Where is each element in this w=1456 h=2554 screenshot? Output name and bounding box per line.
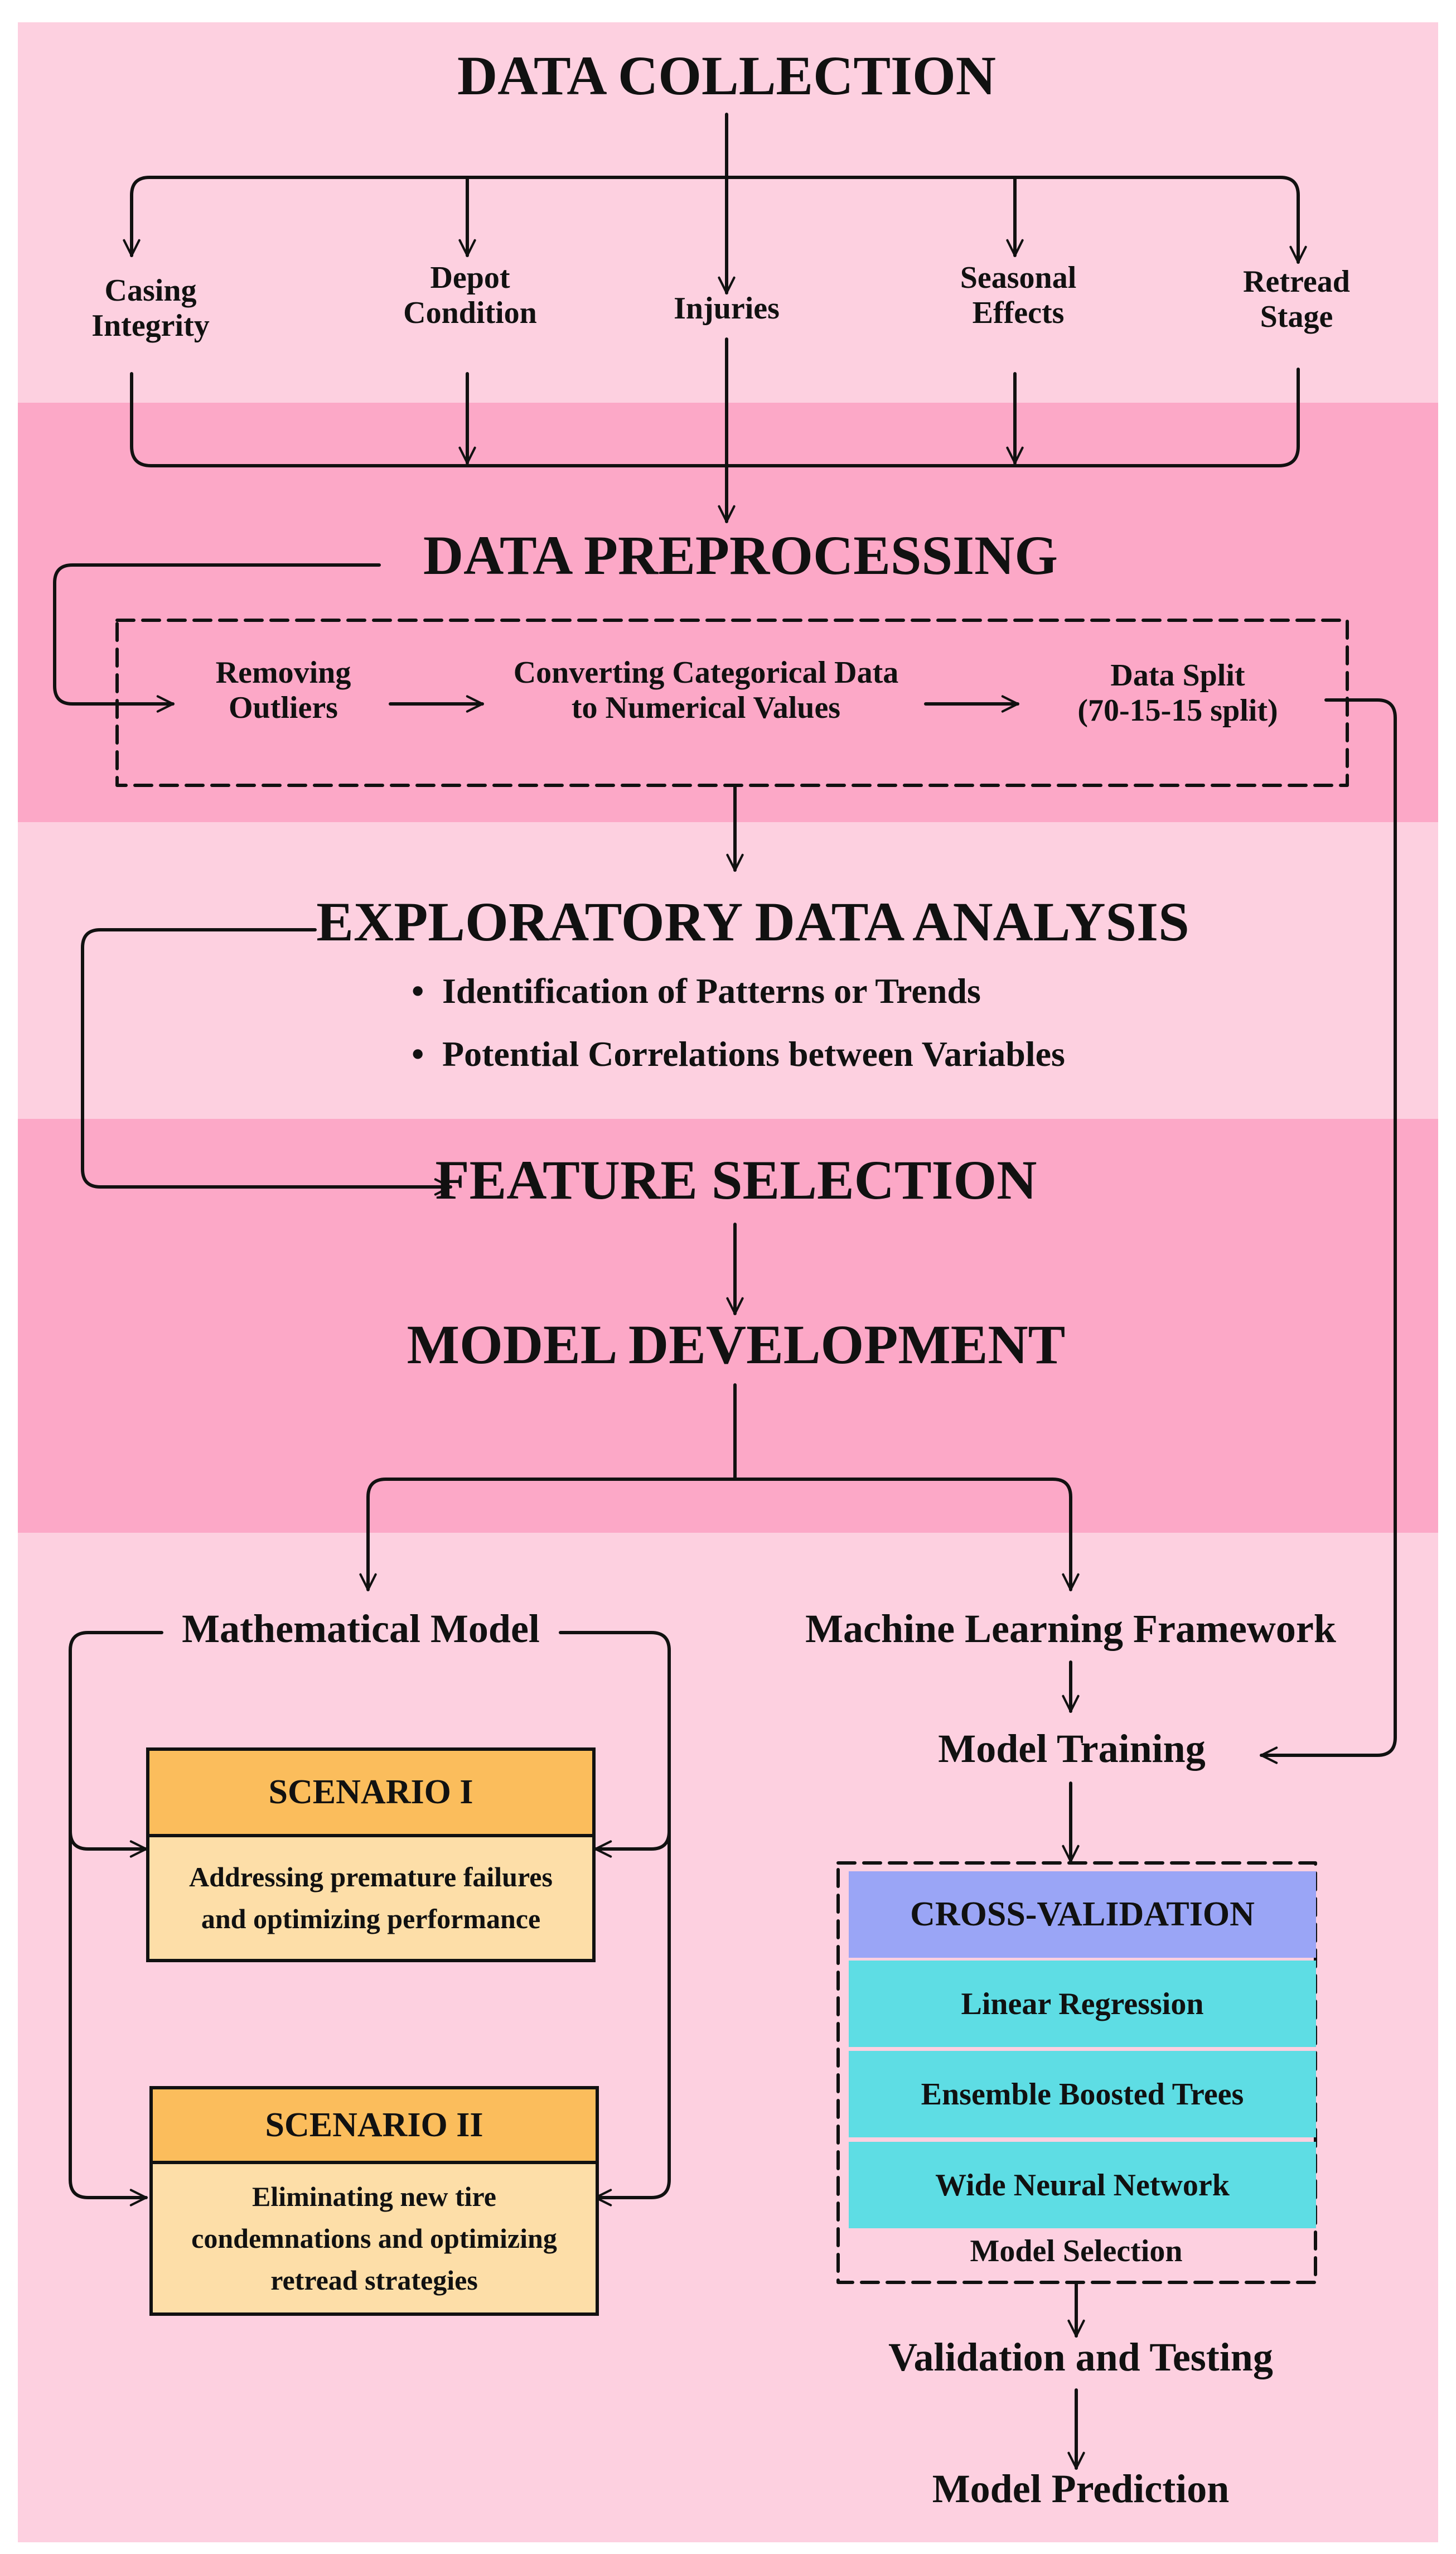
scenario-1-line-1: Addressing premature failures — [189, 1861, 553, 1892]
step-data-split: Data Split (70-15-15 split) — [1077, 658, 1278, 728]
math-right-tick — [594, 1829, 671, 1858]
input-depot-condition: Depot Condition — [403, 260, 537, 330]
depot-line-2: Condition — [403, 295, 537, 330]
data-preprocessing-title: DATA PREPROCESSING — [423, 524, 1058, 586]
converting-line-2: to Numerical Values — [571, 690, 841, 725]
model-selection-label: Model Selection — [970, 2234, 1183, 2268]
step-removing-outliers: Removing Outliers — [216, 655, 351, 725]
model-wide-neural-network: Wide Neural Network — [849, 2142, 1316, 2228]
scenario-2-line-3: retread strategies — [270, 2264, 478, 2296]
outliers-line-2: Outliers — [229, 690, 338, 725]
retread-line-2: Stage — [1260, 299, 1333, 334]
data-collection-title: DATA COLLECTION — [457, 45, 996, 107]
model-training-label: Model Training — [938, 1726, 1206, 1771]
input-casing-integrity: Casing Integrity — [91, 273, 210, 343]
split-line-1: Data Split — [1110, 658, 1245, 693]
model-prediction-label: Model Prediction — [932, 2466, 1230, 2511]
scenario-2-body: Eliminating new tire condemnations and o… — [149, 2161, 599, 2316]
validation-testing-label: Validation and Testing — [888, 2335, 1273, 2379]
retread-line-1: Retread — [1243, 264, 1350, 299]
scenario-1-body: Addressing premature failures and optimi… — [146, 1834, 596, 1962]
mathematical-model-title: Mathematical Model — [182, 1606, 540, 1651]
math-right-bracket — [559, 1631, 671, 2207]
preprocessing-dashed-box — [115, 619, 1349, 787]
scenario-1-header: SCENARIO I — [146, 1747, 596, 1837]
ml-framework-title: Machine Learning Framework — [805, 1606, 1336, 1651]
converting-line-1: Converting Categorical Data — [513, 655, 899, 690]
casing-line-2: Integrity — [91, 308, 210, 343]
split-line-2: (70-15-15 split) — [1077, 693, 1278, 728]
scenario-2-line-2: condemnations and optimizing — [191, 2222, 557, 2254]
fanout-line — [130, 176, 1300, 257]
arrow-preprocessing-to-outliers — [53, 563, 381, 713]
input-seasonal-effects: Seasonal Effects — [960, 260, 1077, 330]
casing-line-1: Casing — [104, 273, 197, 308]
scenario-2-line-1: Eliminating new tire — [252, 2180, 496, 2212]
seasonal-line-1: Seasonal — [960, 260, 1077, 295]
model-development-title: MODEL DEVELOPMENT — [407, 1314, 1066, 1375]
scenario-2-header: SCENARIO II — [149, 2086, 599, 2164]
model-ensemble-boosted-trees: Ensemble Boosted Trees — [849, 2051, 1316, 2137]
math-left-bracket — [69, 1631, 163, 2207]
depot-line-1: Depot — [430, 260, 510, 295]
math-left-tick — [69, 1829, 148, 1858]
arrow-eda-to-feature — [81, 928, 452, 1196]
eda-bullet-correlations: Potential Correlations between Variables — [412, 1034, 1065, 1075]
feature-selection-title: FEATURE SELECTION — [435, 1149, 1037, 1211]
cross-validation-header: CROSS-VALIDATION — [849, 1871, 1316, 1958]
injuries-label: Injuries — [674, 291, 780, 326]
eda-bullet-patterns: Identification of Patterns or Trends — [412, 971, 981, 1012]
eda-title: EXPLORATORY DATA ANALYSIS — [316, 891, 1189, 953]
step-converting-categorical: Converting Categorical Data to Numerical… — [514, 655, 899, 725]
seasonal-line-2: Effects — [972, 295, 1065, 330]
outliers-line-1: Removing — [215, 655, 351, 690]
input-injuries: Injuries — [674, 291, 780, 326]
arrow-split-to-training — [1260, 698, 1397, 1764]
arrow-to-ml — [733, 1478, 1080, 1591]
model-linear-regression: Linear Regression — [849, 1961, 1316, 2047]
fanin-line — [130, 368, 1300, 467]
arrow-to-math — [359, 1478, 737, 1591]
scenario-1-line-2: and optimizing performance — [201, 1903, 541, 1934]
input-retread-stage: Retread Stage — [1243, 264, 1350, 334]
